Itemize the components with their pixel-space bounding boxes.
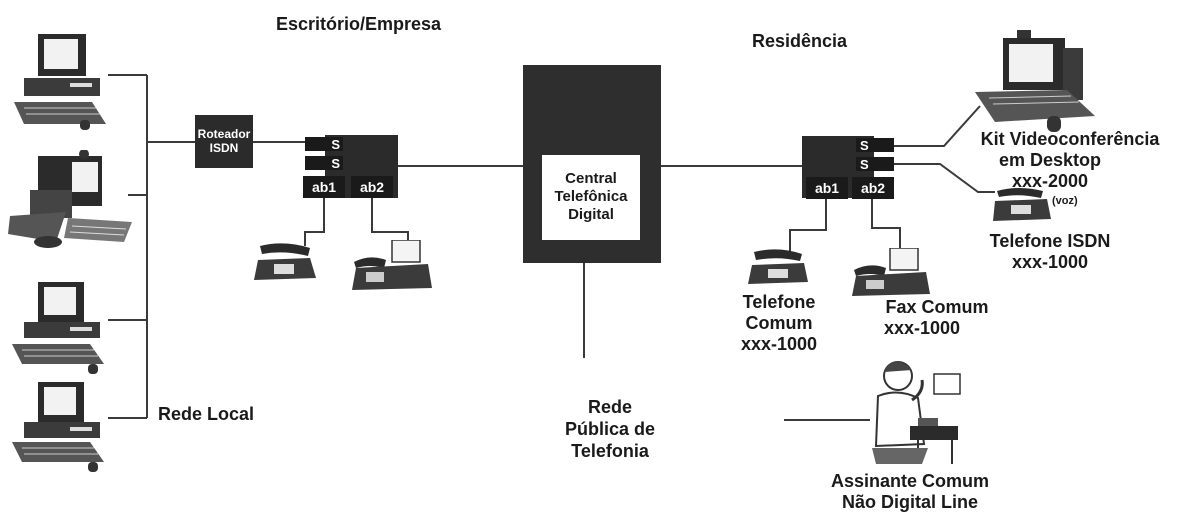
isdn-phone-voice-tag: (voz) [1052, 196, 1078, 208]
subscriber-label-line1: Assinante Comum [810, 472, 1010, 491]
home-port-ab2: ab2 [852, 177, 894, 199]
home-fax-link [872, 198, 900, 248]
desktop-computer-icon [10, 32, 110, 132]
router-label-line1: Roteador [195, 128, 253, 141]
office-fax-link [372, 198, 408, 242]
office-port-ab1: ab1 [303, 176, 345, 198]
office-s-port-2: S [305, 156, 343, 170]
isdn-phone-label-line1: Telefone ISDN [950, 232, 1150, 251]
central-label-line2: Telefônica [542, 189, 640, 205]
office-section-title: Escritório/Empresa [276, 15, 441, 34]
pstn-label-line2: Pública de [560, 420, 660, 439]
desktop-computer-icon [8, 280, 108, 376]
desktop-computer-icon [8, 380, 108, 476]
pstn-label-line1: Rede [560, 398, 660, 417]
video-kit-label-line2: em Desktop [950, 151, 1150, 170]
telephone-icon [252, 242, 318, 284]
person-on-phone-icon [858, 352, 978, 470]
home-section-title: Residência [752, 32, 847, 51]
video-kit-label-line1: Kit Videoconferência [950, 130, 1190, 149]
common-phone-label-line2: Comum [720, 314, 838, 333]
isdn-telephone-icon [993, 187, 1051, 223]
home-phone-link [790, 198, 826, 252]
multimedia-computer-icon [8, 150, 136, 250]
fax-machine-icon [352, 240, 434, 294]
office-s-port-1: S [305, 137, 343, 151]
home-s-port-1: S [856, 138, 894, 152]
common-fax-label-line1: Fax Comum [862, 298, 1012, 317]
router-label-line2: ISDN [195, 142, 253, 155]
home-port-ab1: ab1 [806, 177, 848, 199]
videoconference-computer-icon [975, 30, 1105, 134]
central-label-line3: Digital [542, 207, 640, 223]
lan-label: Rede Local [158, 405, 254, 424]
isdn-phone-label-line2: xxx-1000 [950, 253, 1150, 272]
home-s-port-2: S [856, 157, 894, 171]
office-phone-link [305, 198, 324, 246]
common-phone-label-line1: Telefone [720, 293, 838, 312]
fax-machine-icon [852, 248, 932, 298]
common-fax-label-line2: xxx-1000 [862, 319, 982, 338]
telephone-icon [748, 248, 810, 288]
common-phone-label-line3: xxx-1000 [720, 335, 838, 354]
subscriber-label-line2: Não Digital Line [810, 493, 1010, 512]
central-label-line1: Central [542, 171, 640, 187]
office-port-ab2: ab2 [351, 176, 393, 198]
pstn-label-line3: Telefonia [560, 442, 660, 461]
